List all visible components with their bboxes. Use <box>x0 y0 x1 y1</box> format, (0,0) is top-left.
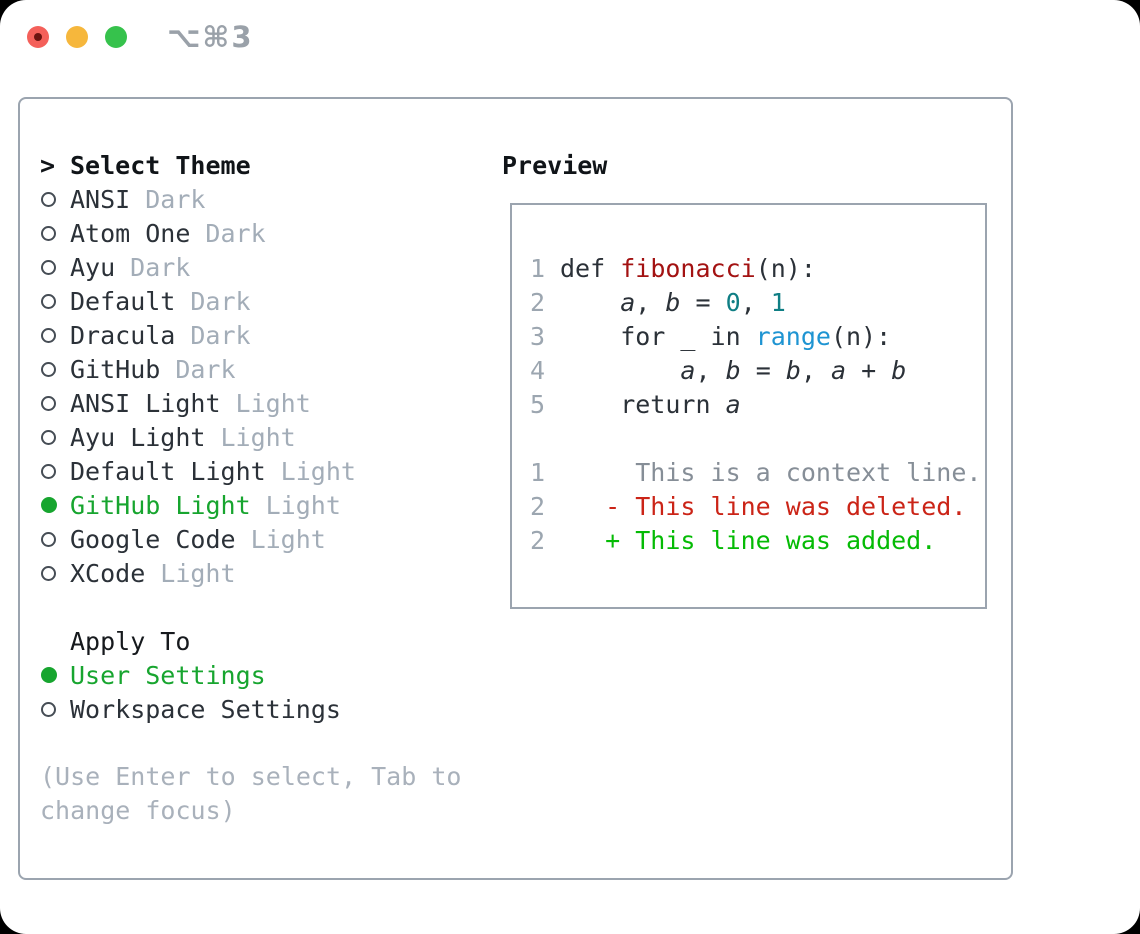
titlebar: ⌥⌘3 <box>0 0 1140 74</box>
theme-variant-badge: Light <box>265 490 341 520</box>
spacer <box>40 726 490 760</box>
theme-option-ansi[interactable]: ANSI Dark <box>40 182 490 216</box>
radio-icon <box>41 327 56 343</box>
theme-option-ayu[interactable]: Ayu Dark <box>40 250 490 284</box>
line-number: 1 <box>530 457 546 487</box>
theme-variant-badge: Dark <box>190 320 251 350</box>
close-button[interactable] <box>27 26 49 48</box>
select-theme-header: > Select Theme <box>40 148 490 182</box>
help-text: (Use Enter to select, Tab to change focu… <box>40 762 462 825</box>
radio-icon <box>41 701 56 717</box>
theme-option-xcode[interactable]: XCode Light <box>40 556 490 590</box>
theme-name: Default <box>70 286 176 316</box>
theme-option-default-light[interactable]: Default Light Light <box>40 454 490 488</box>
theme-name: Google Code <box>70 524 236 554</box>
theme-name: Default Light <box>70 456 266 486</box>
theme-name: XCode <box>70 558 146 588</box>
theme-name: ANSI Light <box>70 388 221 418</box>
line-number: 1 <box>530 253 546 283</box>
theme-name: Ayu <box>70 252 116 282</box>
line-number: 2 <box>530 287 546 317</box>
theme-name: Ayu Light <box>70 422 206 452</box>
diff-line-context: 1 This is a context line. <box>530 457 982 487</box>
theme-variant-badge: Light <box>250 524 326 554</box>
apply-to-title: Apply To <box>70 626 191 656</box>
theme-name: GitHub <box>70 354 161 384</box>
radio-icon <box>41 531 56 547</box>
theme-variant-badge: Dark <box>175 354 236 384</box>
radio-icon <box>41 225 56 241</box>
blank-line <box>530 421 985 455</box>
line-number: 4 <box>530 355 546 385</box>
theme-variant-badge: Dark <box>145 184 206 214</box>
radio-icon <box>41 565 56 581</box>
cursor-arrow-icon: > <box>40 150 56 180</box>
radio-icon <box>41 429 56 445</box>
radio-icon <box>41 293 56 309</box>
line-number: 3 <box>530 321 546 351</box>
theme-option-atom-one[interactable]: Atom One Dark <box>40 216 490 250</box>
diff-line-added: 2 + This line was added. <box>530 525 937 555</box>
radio-selected-icon <box>41 667 57 683</box>
spacer <box>40 590 490 624</box>
theme-name: GitHub Light <box>70 490 251 520</box>
theme-option-github-light[interactable]: GitHub Light Light <box>40 488 490 522</box>
theme-variant-badge: Dark <box>130 252 191 282</box>
theme-variant-badge: Light <box>280 456 356 486</box>
maximize-button[interactable] <box>105 26 127 48</box>
apply-option-label: Workspace Settings <box>70 694 341 724</box>
theme-name: ANSI <box>70 184 131 214</box>
diff-line-deleted: 2 - This line was deleted. <box>530 491 967 521</box>
code-line-2: 2 a, b = 0, 1 <box>530 287 786 317</box>
radio-icon <box>41 395 56 411</box>
theme-variant-badge: Dark <box>205 218 266 248</box>
preview-header: Preview <box>502 150 608 180</box>
line-number: 2 <box>530 491 546 521</box>
theme-option-ansi-light[interactable]: ANSI Light Light <box>40 386 490 420</box>
radio-selected-icon <box>41 497 57 513</box>
theme-option-ayu-light[interactable]: Ayu Light Light <box>40 420 490 454</box>
theme-name: Atom One <box>70 218 191 248</box>
code-line-4: 4 a, b = b, a + b <box>530 355 907 385</box>
select-theme-title: Select Theme <box>70 150 251 180</box>
unsaved-dot-icon <box>34 33 42 41</box>
theme-variant-badge: Light <box>220 422 296 452</box>
theme-variant-badge: Dark <box>190 286 251 316</box>
apply-option-label: User Settings <box>70 660 266 690</box>
radio-icon <box>41 191 56 207</box>
theme-option-google-code[interactable]: Google Code Light <box>40 522 490 556</box>
line-number: 5 <box>530 389 546 419</box>
apply-to-header: Apply To <box>40 624 490 658</box>
theme-option-default[interactable]: Default Dark <box>40 284 490 318</box>
theme-name: Dracula <box>70 320 176 350</box>
theme-variant-badge: Light <box>235 388 311 418</box>
radio-icon <box>41 463 56 479</box>
radio-icon <box>41 259 56 275</box>
code-line-3: 3 for _ in range(n): <box>530 321 892 351</box>
apply-option-workspace-settings[interactable]: Workspace Settings <box>40 692 490 726</box>
minimize-button[interactable] <box>66 26 88 48</box>
code-line-5: 5 return a <box>530 389 741 419</box>
theme-option-github[interactable]: GitHub Dark <box>40 352 490 386</box>
window-title: ⌥⌘3 <box>167 20 254 54</box>
theme-variant-badge: Light <box>160 558 236 588</box>
line-number: 2 <box>530 525 546 555</box>
radio-icon <box>41 361 56 377</box>
theme-option-dracula[interactable]: Dracula Dark <box>40 318 490 352</box>
apply-option-user-settings[interactable]: User Settings <box>40 658 490 692</box>
